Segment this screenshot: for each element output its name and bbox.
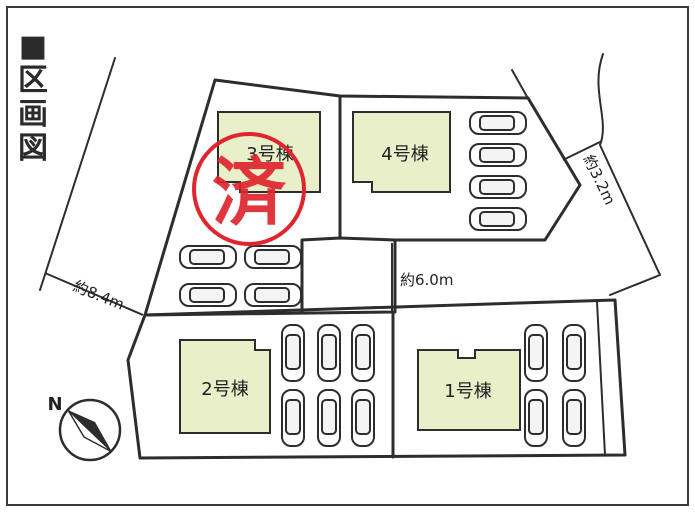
west-road-edge	[39, 57, 116, 291]
parked-car-icon	[562, 324, 586, 382]
sold-stamp-text: 済	[212, 150, 287, 236]
parked-car-icon	[244, 245, 302, 269]
west-width-arrow	[44, 272, 144, 316]
title-char-1: 区	[18, 63, 48, 98]
parked-car-icon	[244, 283, 302, 307]
parked-car-icon	[562, 389, 586, 447]
parked-car-icon	[317, 389, 341, 447]
lot-3-label: 3号棟	[246, 144, 293, 165]
parked-car-icon	[351, 324, 375, 382]
parked-car-icon	[524, 324, 548, 382]
parked-car-icon	[469, 175, 527, 199]
parked-car-icon	[469, 111, 527, 135]
parked-car-icon	[317, 324, 341, 382]
compass: N	[47, 394, 122, 462]
parked-car-icon	[281, 389, 305, 447]
title-char-3: 図	[18, 131, 48, 166]
map-title: ■ 区 画 図	[16, 30, 50, 166]
east-strip	[596, 301, 606, 456]
parked-car-icon	[179, 245, 237, 269]
building-4	[352, 111, 451, 193]
lot-4-label: 4号棟	[381, 144, 428, 165]
center-width-label: 約6.0m	[400, 271, 453, 289]
upper-block-outline	[143, 78, 582, 317]
west-width-label: 約8.4m	[71, 277, 127, 314]
parked-car-icon	[179, 283, 237, 307]
parked-car-icon	[351, 389, 375, 447]
compass-label: N	[47, 394, 62, 415]
parked-car-icon	[469, 207, 527, 231]
road-cutout	[300, 236, 397, 314]
building-2	[179, 339, 271, 434]
parked-car-icon	[281, 324, 305, 382]
east-width-label: 約3.2m	[579, 152, 619, 208]
sold-stamp: 済	[192, 132, 306, 246]
building-1	[417, 349, 521, 431]
title-marker: ■	[18, 29, 48, 64]
lower-block-outline	[126, 298, 627, 460]
east-width-arrow	[562, 140, 603, 161]
parked-car-icon	[524, 389, 548, 447]
east-road-edge-lower	[597, 53, 661, 296]
building-3	[217, 111, 321, 193]
lot-1-label: 1号棟	[444, 381, 491, 402]
parked-car-icon	[469, 143, 527, 167]
title-char-2: 画	[18, 97, 48, 132]
lot-2-label: 2号棟	[201, 379, 248, 400]
